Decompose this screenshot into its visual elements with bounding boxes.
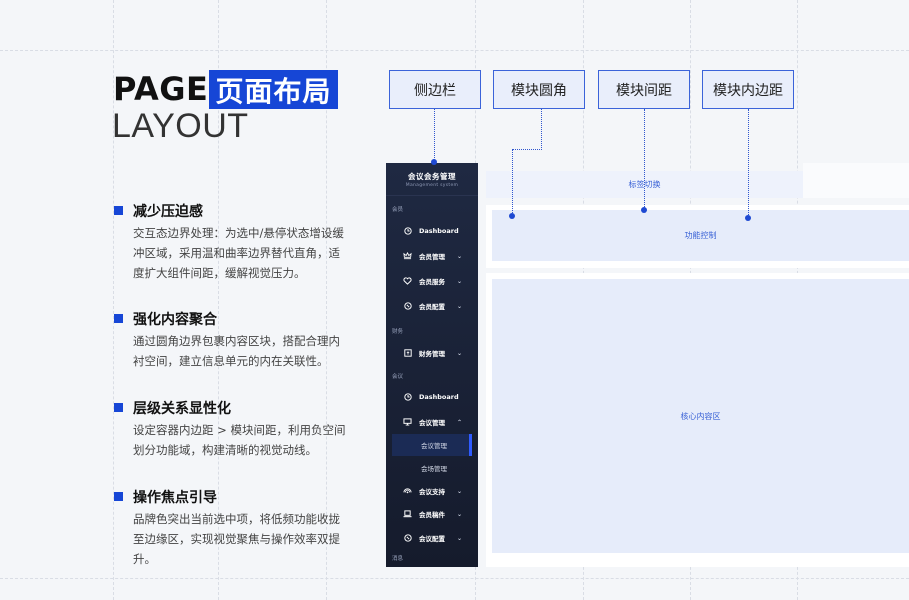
sidebar-item-meeting-support[interactable]: 会议支持 ⌄: [392, 482, 472, 500]
sidebar-item-meeting-config[interactable]: 会议配置 ⌄: [392, 529, 472, 547]
label-module-spacing: 模块间距: [598, 70, 690, 109]
title-layout: LAYOUT: [112, 107, 249, 145]
sidebar-item-label: 会议支持: [419, 488, 445, 496]
connector-line: [512, 149, 542, 150]
chevron-down-icon: ⌄: [456, 510, 462, 518]
crown-icon: [403, 252, 412, 261]
chevron-down-icon: ⌄: [456, 277, 462, 285]
label-module-radius: 模块圆角: [493, 70, 585, 109]
connector-dot-icon: [431, 159, 437, 165]
label-sidebar: 侧边栏: [389, 70, 481, 109]
active-indicator: [469, 434, 472, 456]
sidebar-group-label: 会议: [392, 374, 404, 380]
connector-line: [748, 109, 749, 217]
laptop-icon: [403, 510, 412, 519]
title-badge: 页面布局: [209, 70, 338, 109]
sidebar-item-label: 财务管理: [419, 350, 445, 358]
sidebar-item-label: Dashboard: [419, 393, 459, 401]
connector-line: [434, 109, 435, 162]
monitor-icon: [403, 418, 412, 427]
bullet-square-icon: [114, 314, 123, 323]
tabbar-extension: [803, 163, 909, 198]
sidebar-item-label: 会员配置: [419, 303, 445, 311]
connector-dot-icon: [641, 207, 647, 213]
guide-line: [218, 0, 219, 600]
connector-line: [541, 109, 542, 150]
sidebar-item-meeting-management[interactable]: 会议管理 ⌃: [392, 413, 472, 431]
sidebar-item-member-manuscripts[interactable]: 会员稿件 ⌄: [392, 505, 472, 523]
chevron-down-icon: ⌄: [456, 487, 462, 495]
connector-dot-icon: [509, 213, 515, 219]
sidebar-item-label: 会议配置: [419, 535, 445, 543]
sidebar-item-label: 会员服务: [419, 278, 445, 286]
sidebar-group-label: 消息: [392, 556, 404, 562]
sidebar-group-label: 会员: [392, 207, 404, 213]
connector-dot-icon: [745, 215, 751, 221]
point-title: 强化内容聚合: [133, 312, 217, 328]
guide-line: [326, 0, 327, 600]
sidebar-item-member-management[interactable]: 会员管理 ⌄: [392, 247, 472, 265]
sidebar-item-label: 会员管理: [419, 253, 445, 261]
point-title: 操作焦点引导: [133, 490, 217, 506]
core-content-area[interactable]: 核心内容区: [492, 279, 909, 553]
sidebar-group-label: 财务: [392, 329, 404, 335]
chevron-down-icon: ⌄: [456, 252, 462, 260]
guide-line: [0, 578, 909, 579]
guide-line: [0, 50, 909, 51]
sidebar-subitem-venue-management[interactable]: 会场管理: [392, 457, 472, 479]
point-desc: 通过圆角边界包裹内容区块，搭配合理内衬空间，建立信息单元的内在关联性。: [133, 334, 340, 368]
bullet-square-icon: [114, 492, 123, 501]
sidebar-subitem-label: 会议管理: [421, 442, 447, 450]
sidebar-item-meeting-dashboard[interactable]: Dashboard: [392, 388, 472, 406]
point-desc: 设定容器内边距 > 模块间距，利用负空间划分功能域，构建清晰的视觉动线。: [133, 423, 346, 457]
sidebar-subtitle: Management system: [405, 182, 459, 188]
sidebar-item-dashboard[interactable]: Dashboard: [392, 222, 472, 240]
point-desc: 交互态边界处理：为选中/悬停状态增设缓冲区域，采用温和曲率边界替代直角，适度扩大…: [133, 226, 344, 280]
chevron-up-icon: ⌃: [456, 418, 462, 426]
point-title: 减少压迫感: [133, 204, 203, 220]
sidebar-subitem-label: 会场管理: [421, 465, 447, 473]
bullet-square-icon: [114, 403, 123, 412]
clock-icon: [403, 227, 412, 236]
connector-line: [644, 109, 645, 209]
heart-icon: [403, 277, 412, 286]
signal-icon: [403, 487, 412, 496]
sidebar-item-member-config[interactable]: 会员配置 ⌄: [392, 297, 472, 315]
sidebar-item-label: 会员稿件: [419, 511, 445, 519]
label-module-padding: 模块内边距: [702, 70, 794, 109]
bullet-square-icon: [114, 206, 123, 215]
sidebar-header: 会议会务管理 Management system: [386, 163, 478, 196]
point-desc: 品牌色突出当前选中项，将低频功能收拢至边缘区，实现视觉聚焦与操作效率双提升。: [133, 512, 340, 566]
sidebar-item-label: 会议管理: [419, 419, 445, 427]
clock-icon: [403, 393, 412, 402]
gear-icon: [403, 534, 412, 543]
chevron-down-icon: ⌄: [456, 302, 462, 310]
gear-icon: [403, 302, 412, 311]
point-title: 层级关系显性化: [133, 401, 231, 417]
connector-line: [512, 149, 513, 215]
sidebar-item-member-service[interactable]: 会员服务 ⌄: [392, 272, 472, 290]
title-page: PAGE: [113, 70, 209, 108]
sidebar-item-label: Dashboard: [419, 227, 459, 235]
chevron-down-icon: ⌄: [456, 534, 462, 542]
sidebar-subitem-meeting-management[interactable]: 会议管理: [392, 434, 472, 456]
sidebar: 会议会务管理 Management system 会员 Dashboard 会员…: [386, 163, 478, 567]
chevron-down-icon: ⌄: [456, 349, 462, 357]
sidebar-title: 会议会务管理: [408, 171, 456, 181]
function-control-panel[interactable]: 功能控制: [492, 210, 909, 261]
sidebar-item-finance[interactable]: 财务管理 ⌄: [392, 344, 472, 362]
guide-line: [113, 0, 114, 600]
wallet-icon: [403, 349, 412, 358]
